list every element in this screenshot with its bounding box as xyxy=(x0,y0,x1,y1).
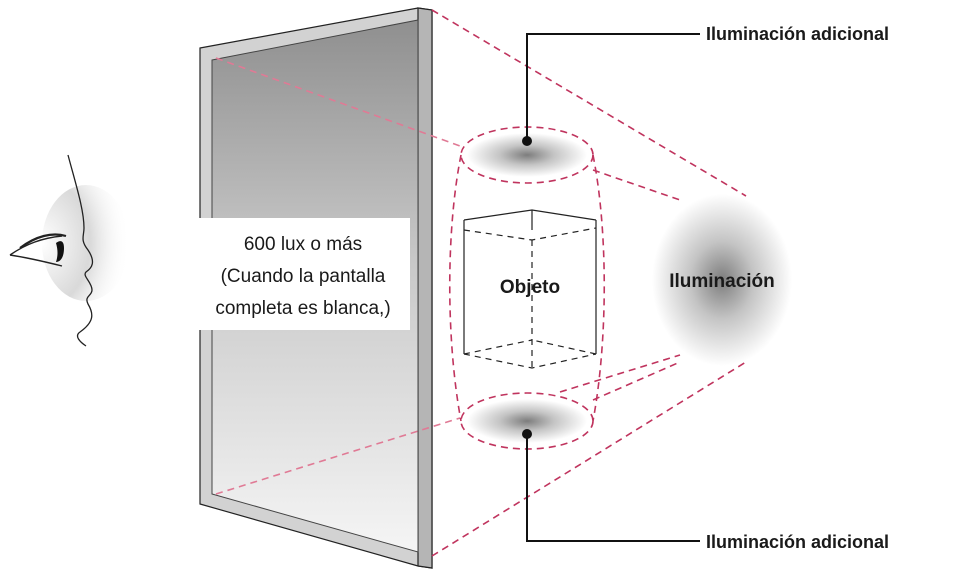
illumination-label: Iluminación xyxy=(669,271,775,292)
callout-bottom xyxy=(522,429,700,542)
callout-dot-top xyxy=(522,136,532,146)
callout-dot-bottom xyxy=(522,429,532,439)
additional-illumination-label-bottom: Iluminación adicional xyxy=(706,532,889,552)
screen-label-line-1: 600 lux o más xyxy=(244,234,362,255)
screen-label-line-3: completa es blanca,) xyxy=(215,298,390,319)
additional-illumination-label-top: Iluminación adicional xyxy=(706,24,889,44)
additional-light-top xyxy=(467,133,587,177)
additional-light-bottom xyxy=(467,399,587,443)
screen-label-line-2: (Cuando la pantalla xyxy=(221,266,386,287)
callout-top xyxy=(522,33,700,146)
eye-profile-icon xyxy=(9,154,130,347)
main-illumination-glow xyxy=(652,194,792,366)
object-label: Objeto xyxy=(500,277,560,298)
screen-label-box xyxy=(196,218,410,330)
projection-lines xyxy=(215,9,747,557)
cube-wireframe-icon xyxy=(463,209,597,369)
